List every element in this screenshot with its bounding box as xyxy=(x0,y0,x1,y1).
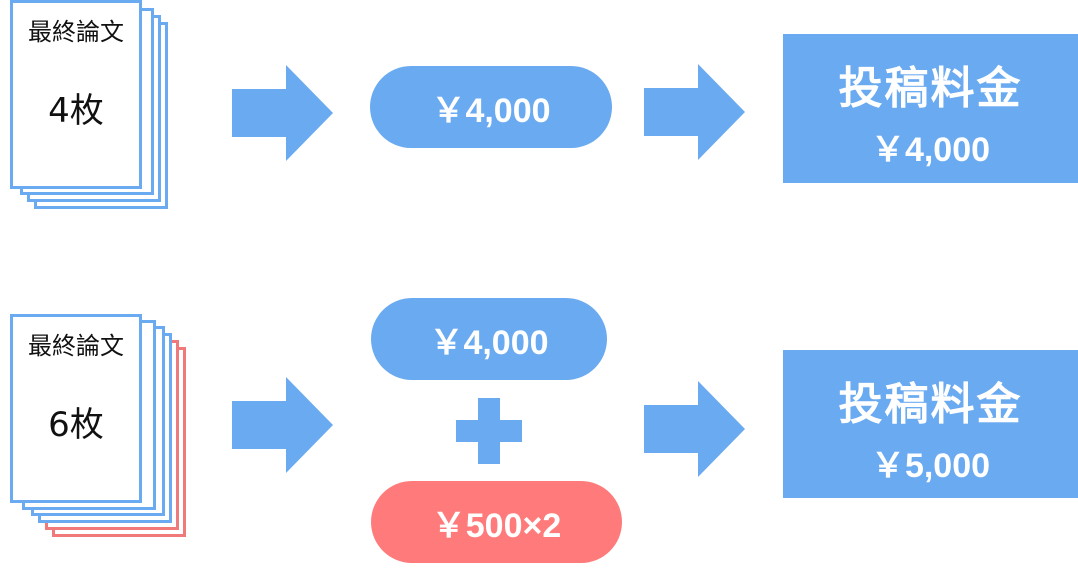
plus-icon xyxy=(456,398,522,468)
arrow-right-icon xyxy=(232,65,333,161)
result-title: 投稿料金 xyxy=(838,379,1023,430)
result-box: 投稿料金 ￥5,000 xyxy=(783,350,1078,498)
paper-sheet-front: 最終論文 4枚 xyxy=(10,0,142,189)
fee-base-pill: ￥4,000 xyxy=(370,66,612,148)
fee-base-pill: ￥4,000 xyxy=(371,298,607,380)
arrow-right-icon xyxy=(232,377,333,473)
result-box: 投稿料金 ￥4,000 xyxy=(783,34,1078,183)
result-title: 投稿料金 xyxy=(838,63,1023,114)
doc-page-count: 6枚 xyxy=(48,405,104,445)
arrow-right-icon xyxy=(644,381,745,477)
fee-extra-pill: ￥500×2 xyxy=(371,481,622,563)
result-amount: ￥5,000 xyxy=(870,447,991,485)
doc-title: 最終論文 xyxy=(28,18,124,46)
doc-title: 最終論文 xyxy=(28,332,124,360)
doc-page-count: 4枚 xyxy=(48,91,104,131)
paper-sheet-front: 最終論文 6枚 xyxy=(10,314,142,503)
arrow-right-icon xyxy=(644,64,745,160)
result-amount: ￥4,000 xyxy=(870,131,991,169)
